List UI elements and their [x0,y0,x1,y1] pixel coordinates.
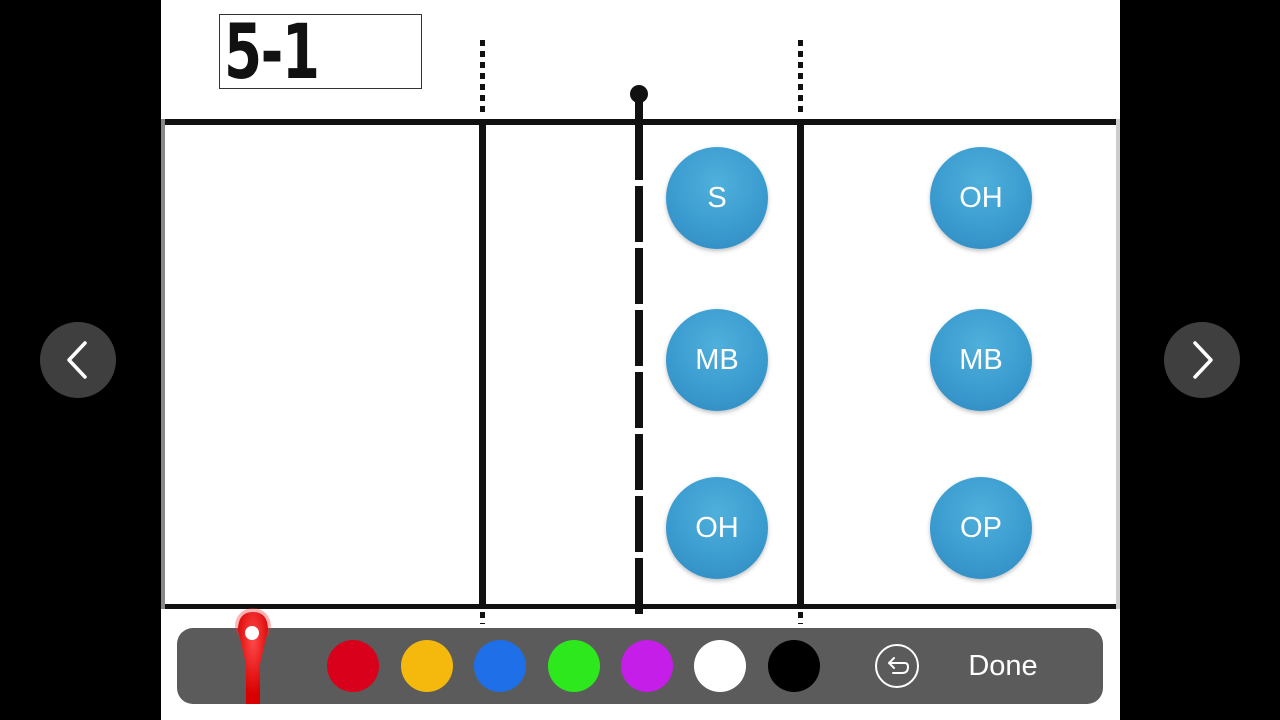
player-middle-blocker[interactable]: MB [930,309,1032,411]
red-marker-tool[interactable] [230,604,276,704]
player-middle-blocker[interactable]: MB [666,309,768,411]
attack-line-right [797,125,804,605]
attack-line-extension-right-top [798,40,803,116]
color-swatch-white[interactable] [694,640,746,692]
player-label: OH [959,181,1003,214]
player-label: MB [695,343,739,376]
player-label: OH [695,511,739,544]
done-button[interactable]: Done [968,650,1038,682]
attack-line-extension-left-top [480,40,485,116]
undo-icon [875,644,919,688]
color-swatch-purple[interactable] [621,640,673,692]
player-label: MB [959,343,1003,376]
player-outside-hitter[interactable]: OH [666,477,768,579]
rotation-title: 5-1 [224,7,320,96]
net-top-segment [635,100,643,180]
undo-button[interactable] [873,642,921,690]
attack-line-extension-right-bottom [798,612,803,624]
player-setter[interactable]: S [666,147,768,249]
net-line [635,186,643,620]
attack-line-left [479,125,486,605]
net-post-marker [630,85,648,103]
previous-slide-button[interactable] [40,322,116,398]
player-label: OP [960,511,1002,544]
marker-icon [235,608,271,704]
attack-line-extension-left-bottom [480,612,485,624]
color-swatch-yellow[interactable] [401,640,453,692]
player-opposite[interactable]: OP [930,477,1032,579]
next-slide-button[interactable] [1164,322,1240,398]
chevron-right-icon [1193,341,1213,379]
player-outside-hitter[interactable]: OH [930,147,1032,249]
color-swatch-red[interactable] [327,640,379,692]
court-right-endline [1116,119,1120,609]
rotation-title-box: 5-1 [219,7,422,96]
color-swatch-blue[interactable] [474,640,526,692]
color-swatch-black[interactable] [768,640,820,692]
chevron-left-icon [67,341,87,379]
slide-canvas: 5-1 S OH MB MB OH OP [161,0,1120,720]
player-label: S [707,181,727,214]
color-swatch-green[interactable] [548,640,600,692]
court-left-endline [161,119,165,609]
